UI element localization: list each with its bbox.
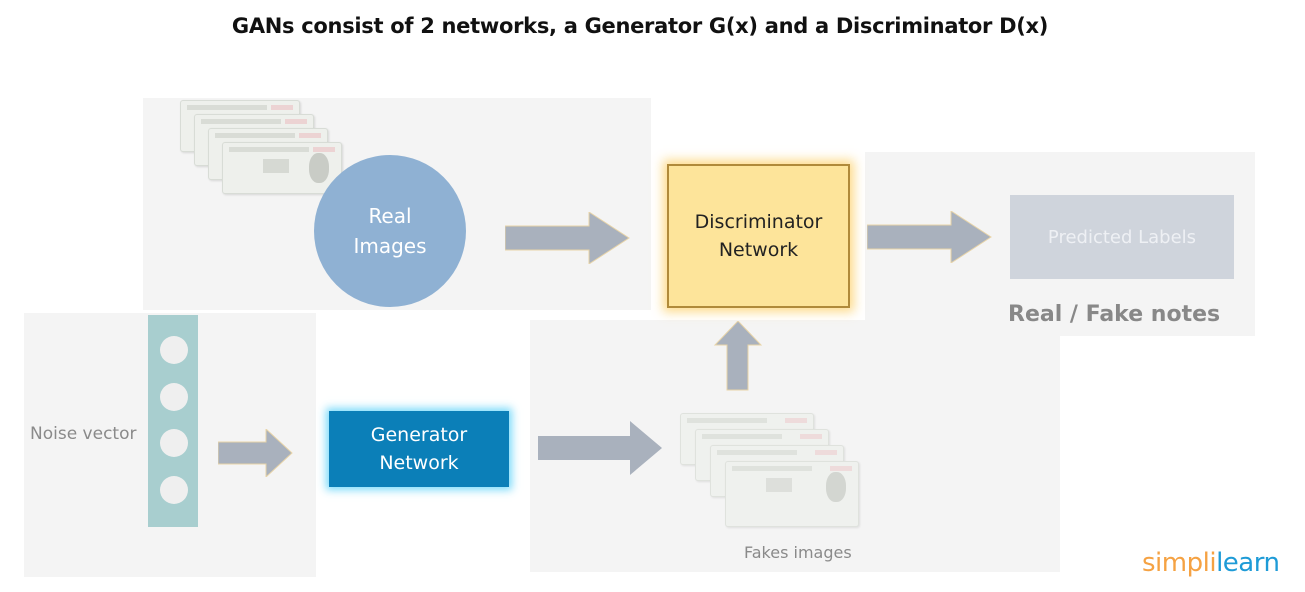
right-arrow-icon [538,421,662,475]
noise-vector-column [148,315,198,527]
predicted-labels-node: Predicted Labels [1010,195,1234,279]
right-arrow-icon [505,212,630,264]
real-fake-caption: Real / Fake notes [1008,302,1221,327]
right-arrow-icon [218,429,293,477]
discriminator-network-node: Discriminator Network [667,164,850,308]
noise-unit [160,336,188,364]
simplilearn-logo: simplilearn [1142,548,1280,578]
logo-part-1: simpl [1142,548,1210,578]
real-notes-stack-icon [180,100,380,220]
noise-unit [160,476,188,504]
noise-unit [160,429,188,457]
generator-label-2: Network [379,452,459,474]
noise-unit [160,383,188,411]
fake-images-caption: Fakes images [744,543,852,562]
real-images-label-1: Real [368,204,412,228]
up-arrow-icon [713,321,763,391]
generator-network-node: Generator Network [329,411,509,487]
predicted-labels-text: Predicted Labels [1047,226,1197,248]
generator-label-1: Generator [370,423,468,446]
real-images-label-2: Images [353,234,427,258]
right-arrow-icon [867,211,992,263]
real-images-node: Real Images [314,155,466,307]
discriminator-label-1: Discriminator [694,210,823,233]
discriminator-label-2: Network [718,239,799,261]
logo-part-3: learn [1216,548,1280,578]
slide-title: GANs consist of 2 networks, a Generator … [231,14,1049,38]
fake-notes-stack-icon [680,413,890,533]
noise-vector-label: Noise vector [30,424,137,444]
logo-part-2: i [1209,548,1217,578]
